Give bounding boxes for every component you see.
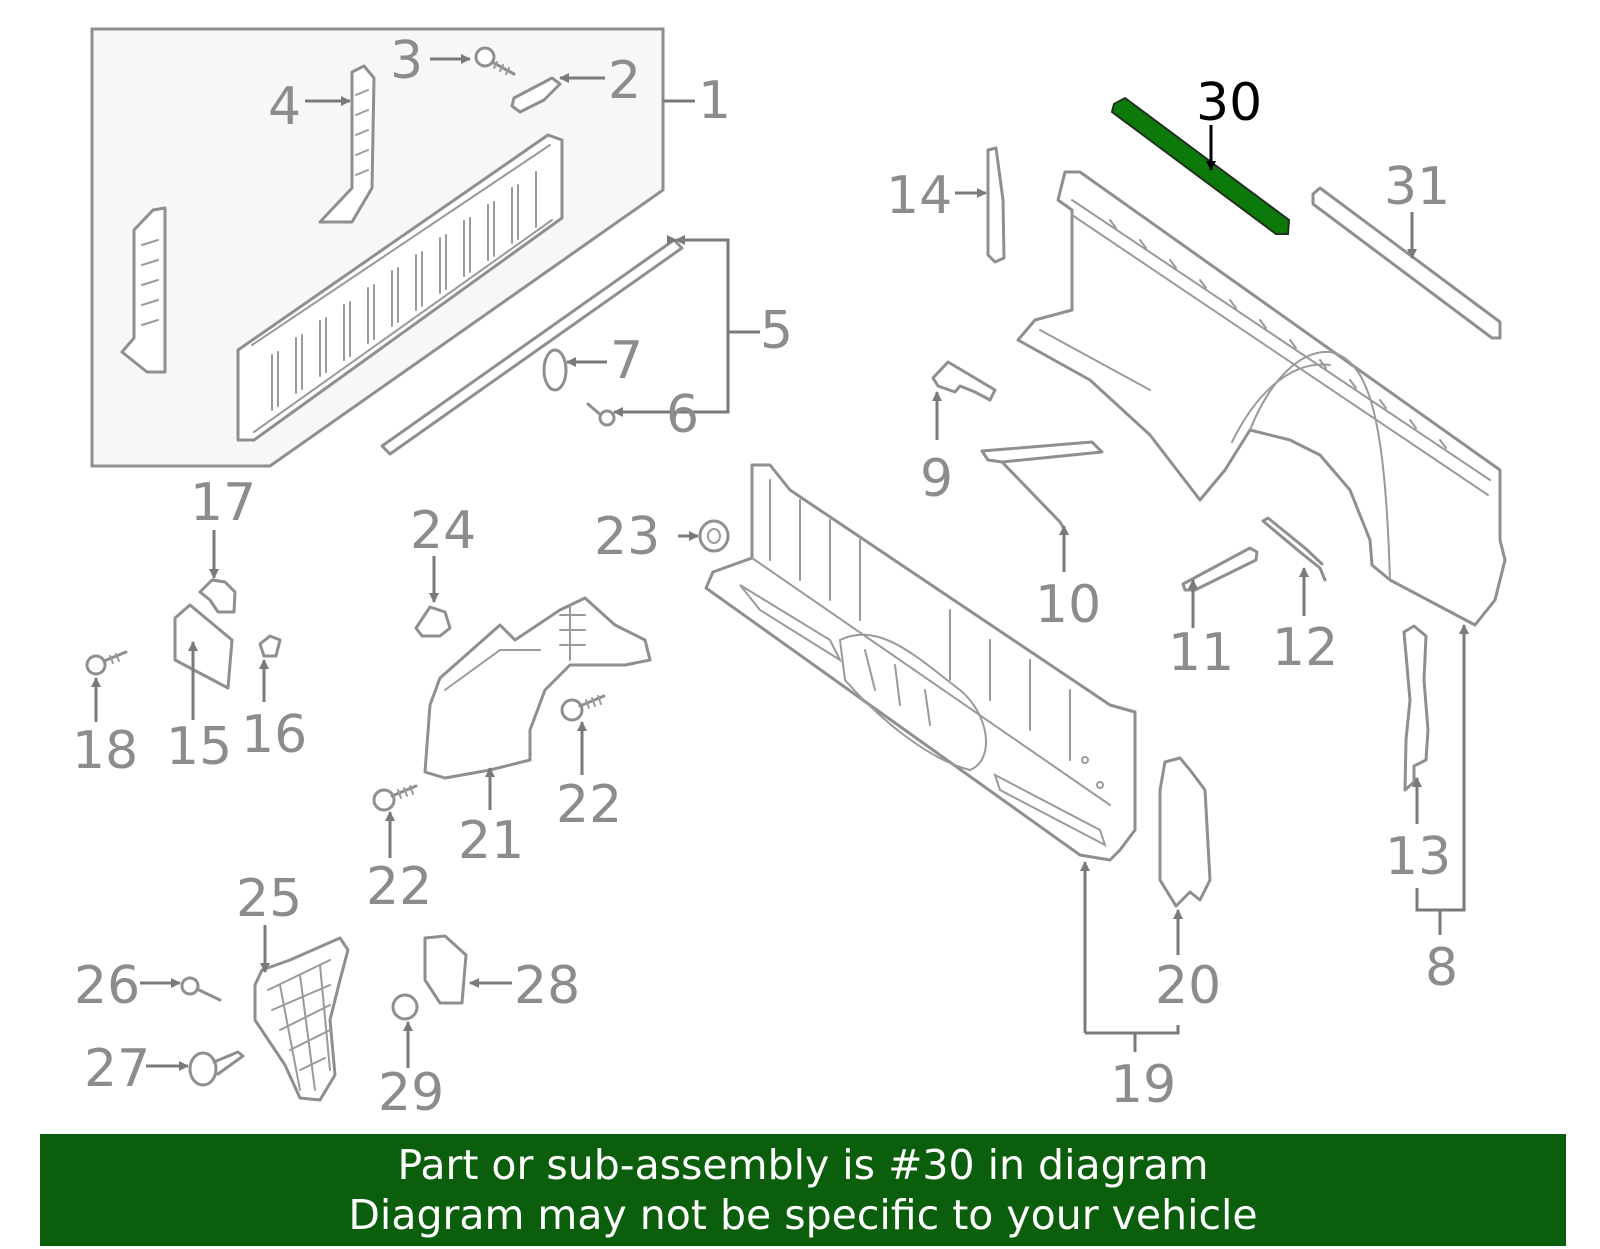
callout-23: 23 — [594, 507, 660, 567]
front-panel-bracket-20 — [1158, 756, 1212, 908]
tailgate-end-cap-right — [318, 64, 376, 224]
bolt-26 — [180, 976, 222, 1002]
callout-20: 20 — [1155, 956, 1221, 1016]
bolt-18 — [85, 650, 128, 676]
bracket-28 — [423, 934, 468, 1005]
callout-labels: 1 2 3 4 5 6 7 8 9 10 11 12 13 14 15 16 1… — [72, 31, 1458, 1123]
callout-22-upper: 22 — [556, 775, 622, 835]
callout-26: 26 — [74, 956, 140, 1016]
callout-16: 16 — [241, 705, 307, 765]
callout-5: 5 — [760, 301, 793, 361]
callout-19: 19 — [1110, 1055, 1176, 1115]
tailgate-end-cap-left — [120, 206, 167, 374]
brace-10 — [980, 440, 1104, 534]
callout-31: 31 — [1384, 157, 1450, 217]
callout-7: 7 — [610, 331, 643, 391]
callout-11: 11 — [1168, 623, 1234, 683]
callout-24: 24 — [410, 501, 476, 561]
box-rail-cap — [1311, 186, 1502, 340]
banner-line-disclaimer: Diagram may not be specific to your vehi… — [348, 1191, 1258, 1239]
callout-15: 15 — [166, 717, 232, 777]
callout-13: 13 — [1385, 827, 1451, 887]
bracket-9 — [931, 360, 997, 402]
callout-21: 21 — [458, 811, 524, 871]
shield-21 — [423, 596, 652, 780]
callout-17: 17 — [190, 473, 256, 533]
clip-24 — [414, 605, 452, 638]
bolt-22-upper — [560, 694, 606, 722]
tailgate-seal-strip — [380, 238, 684, 456]
callout-12: 12 — [1272, 618, 1338, 678]
front-panel — [704, 463, 1137, 862]
assembly-box — [90, 27, 665, 468]
callout-30: 30 — [1196, 73, 1262, 133]
callout-28: 28 — [514, 956, 580, 1016]
brace-11 — [1181, 546, 1259, 592]
clip-17 — [198, 578, 237, 614]
callout-27: 27 — [84, 1039, 150, 1099]
plug — [542, 348, 568, 392]
tailgate-panel — [236, 133, 564, 442]
info-banner: Part or sub-assembly is #30 in diagram D… — [40, 1134, 1566, 1246]
callout-10: 10 — [1035, 575, 1101, 635]
banner-line-part: Part or sub-assembly is #30 in diagram — [397, 1141, 1209, 1189]
grommet-23 — [698, 519, 730, 553]
callout-4: 4 — [268, 77, 301, 137]
callout-2: 2 — [608, 51, 641, 111]
plug-16 — [258, 634, 282, 658]
callout-25: 25 — [236, 869, 302, 929]
pad-15 — [173, 603, 234, 690]
bolt-22-lower — [372, 784, 418, 812]
callout-9: 9 — [920, 449, 953, 509]
bracket-25 — [253, 936, 350, 1102]
stake-pocket-13 — [1402, 624, 1430, 792]
callout-3: 3 — [390, 31, 423, 91]
callout-22-lower: 22 — [366, 857, 432, 917]
callout-29: 29 — [378, 1063, 444, 1123]
plug-29 — [391, 993, 419, 1021]
leader-lines — [91, 54, 1469, 1071]
box-side-panel — [1016, 170, 1507, 627]
box-top-rail-cap-highlighted — [1110, 96, 1291, 235]
callout-14: 14 — [886, 166, 952, 226]
parts-diagram: 1 2 3 4 5 6 7 8 9 10 11 12 13 14 15 16 1… — [72, 27, 1507, 1123]
callout-6: 6 — [666, 385, 699, 445]
tailgate-bolt — [474, 46, 516, 76]
callout-8: 8 — [1425, 938, 1458, 998]
callout-18: 18 — [72, 721, 138, 781]
pin — [586, 402, 616, 427]
tailgate-assembly-group — [90, 27, 665, 468]
brace-12 — [1261, 516, 1327, 582]
tailgate-handle-bezel — [510, 76, 562, 114]
rear-corner-molding — [986, 146, 1006, 264]
push-pin-27 — [188, 1050, 245, 1087]
callout-1: 1 — [698, 71, 731, 131]
